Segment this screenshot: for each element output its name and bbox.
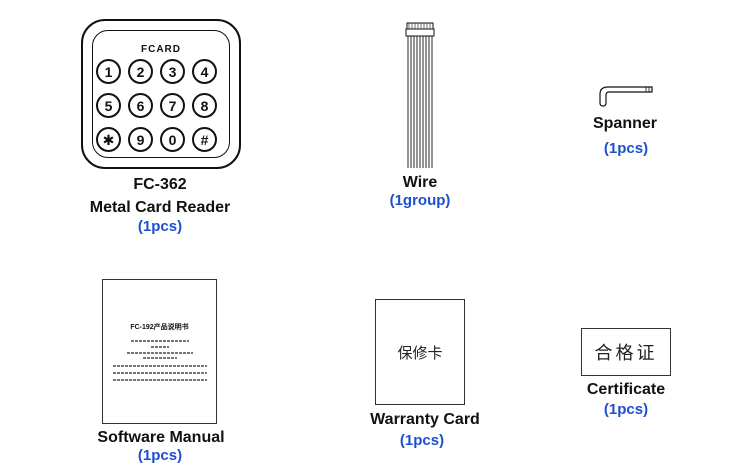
manual-name: Software Manual: [97, 429, 225, 446]
manual-text-line: [113, 372, 207, 374]
keypad-keys: 1 2 3 4 5 6 7 8 ✱ 9 0 #: [96, 59, 226, 152]
manual-text-line: [143, 357, 177, 359]
wire-name: Wire: [402, 174, 438, 191]
wire-qty: (1group): [389, 192, 451, 209]
key-3: 3: [160, 59, 185, 84]
manual-text-line: [131, 340, 189, 342]
spanner-name: Spanner: [592, 115, 657, 132]
card-reader-model: FC-362: [133, 176, 187, 193]
key-7: 7: [160, 93, 185, 118]
key-9: 9: [128, 127, 153, 152]
warranty-qty: (1pcs): [399, 432, 445, 449]
key-hash: #: [192, 127, 217, 152]
key-4: 4: [192, 59, 217, 84]
manual-text-line: [113, 365, 207, 367]
key-8: 8: [192, 93, 217, 118]
key-star: ✱: [96, 127, 121, 152]
key-0: 0: [160, 127, 185, 152]
software-manual-illustration: FC-192产品说明书: [102, 279, 217, 424]
card-reader-illustration: FCARD 1 2 3 4 5 6 7 8 ✱ 9 0 #: [81, 19, 241, 169]
keypad-frame: [92, 30, 230, 158]
certificate-name: Certificate: [586, 381, 666, 398]
manual-text-line: [113, 379, 207, 381]
certificate-qty: (1pcs): [603, 401, 649, 418]
spanner-qty: (1pcs): [603, 140, 649, 157]
warranty-card-illustration: 保修卡: [375, 299, 465, 405]
key-1: 1: [96, 59, 121, 84]
manual-text-line: [151, 346, 169, 348]
wire-bundle-icon: [405, 22, 435, 168]
hex-spanner-icon: [599, 86, 653, 107]
manual-text-line: [127, 352, 193, 354]
key-2: 2: [128, 59, 153, 84]
brand-label: FCARD: [141, 44, 181, 55]
certificate-illustration: 合格证: [581, 328, 671, 376]
card-reader-qty: (1pcs): [137, 218, 183, 235]
manual-title: FC-192产品说明书: [130, 324, 189, 331]
manual-qty: (1pcs): [137, 447, 183, 464]
card-reader-name: Metal Card Reader: [89, 199, 231, 216]
warranty-name: Warranty Card: [370, 411, 480, 428]
key-5: 5: [96, 93, 121, 118]
key-6: 6: [128, 93, 153, 118]
